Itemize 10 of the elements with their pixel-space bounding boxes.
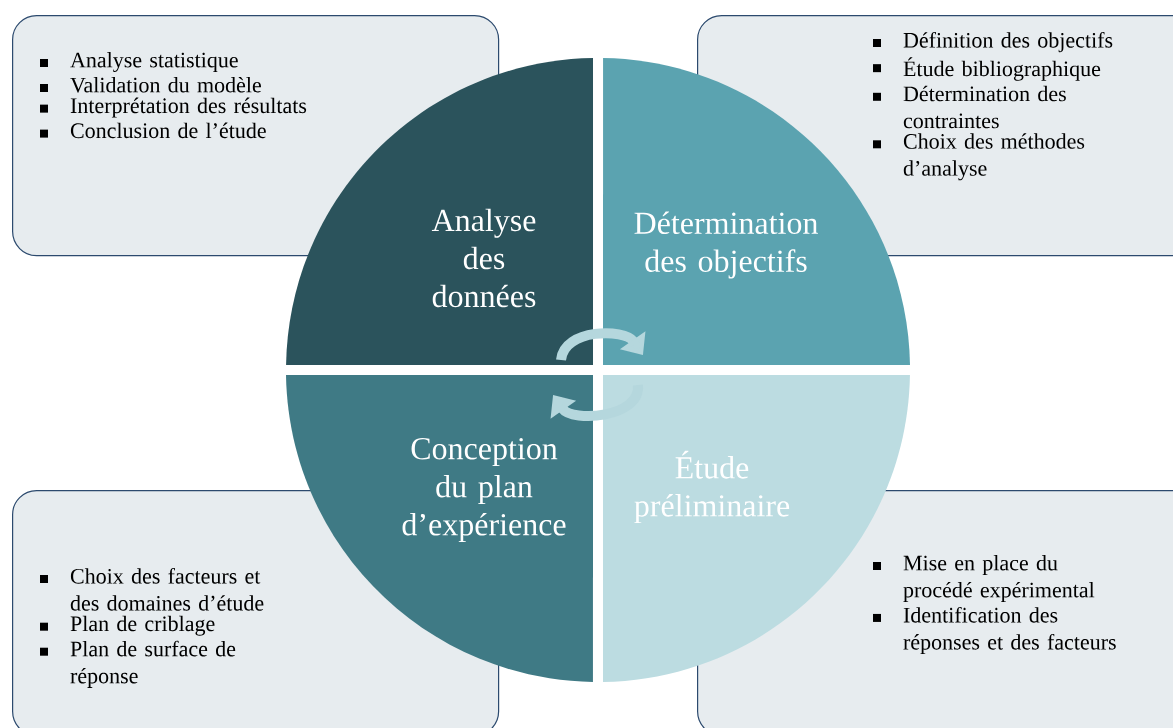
list-item: Analyse statistique — [40, 52, 238, 72]
quadrant-sector: Conception du plan d’expérience — [286, 375, 593, 682]
list-item: Choix des facteurs et des domaines d’étude — [40, 568, 264, 611]
curved-arrow — [550, 384, 643, 421]
list-item: Définition des objectifs — [873, 32, 1113, 53]
list-item: Conclusion de l’étude — [40, 122, 266, 139]
list-item: Validation du modèle — [40, 77, 261, 93]
curved-arrow — [556, 328, 646, 362]
list-item: Plan de criblage — [40, 615, 215, 636]
list-item: Plan de surface de réponse — [40, 640, 236, 688]
